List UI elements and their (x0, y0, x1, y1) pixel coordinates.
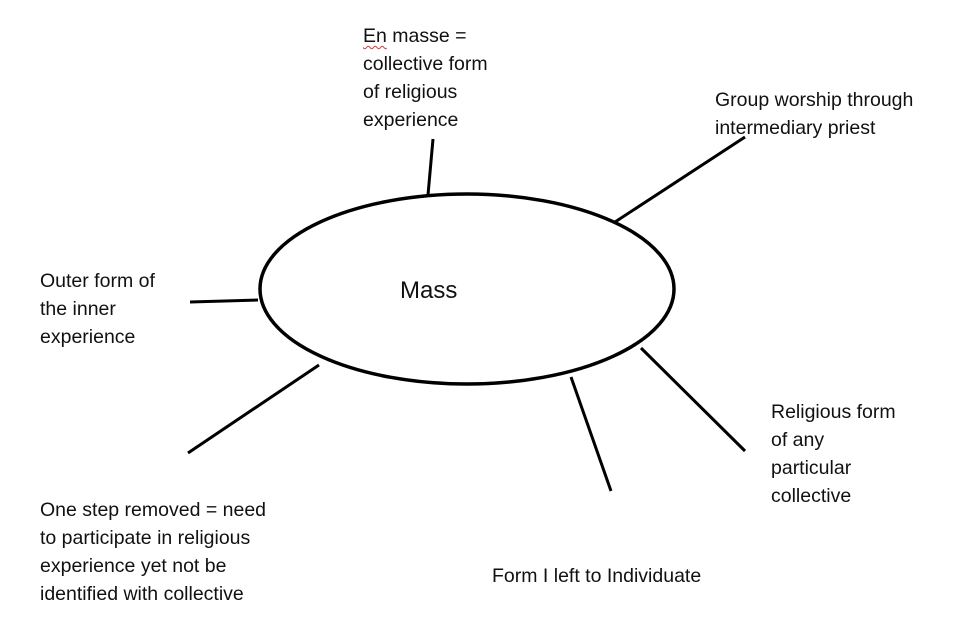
center-ellipse (258, 192, 676, 386)
branch-label-en-masse-first-word: En (363, 25, 387, 47)
connector-form-left (569, 376, 613, 492)
center-label: Mass (400, 277, 458, 304)
branch-label-en-masse: En masse = collective form of religious … (363, 22, 488, 134)
branch-label-group-worship: Group worship through intermediary pries… (715, 89, 914, 139)
connector-group-worship (614, 135, 746, 224)
branch-label-one-step: One step removed = need to participate i… (40, 499, 267, 605)
connector-religious-form (639, 346, 747, 453)
connector-one-step (187, 363, 320, 455)
branch-label-outer-form: Outer form of the inner experience (40, 270, 155, 348)
connector-outer-form (189, 298, 259, 304)
connector-en-masse (426, 138, 435, 196)
branch-label-form-left: Form I left to Individuate (492, 565, 702, 587)
branch-label-en-masse-rest: masse = collective form of religious exp… (363, 25, 488, 131)
branch-label-religious-form: Religious form of any particular collect… (771, 401, 896, 507)
